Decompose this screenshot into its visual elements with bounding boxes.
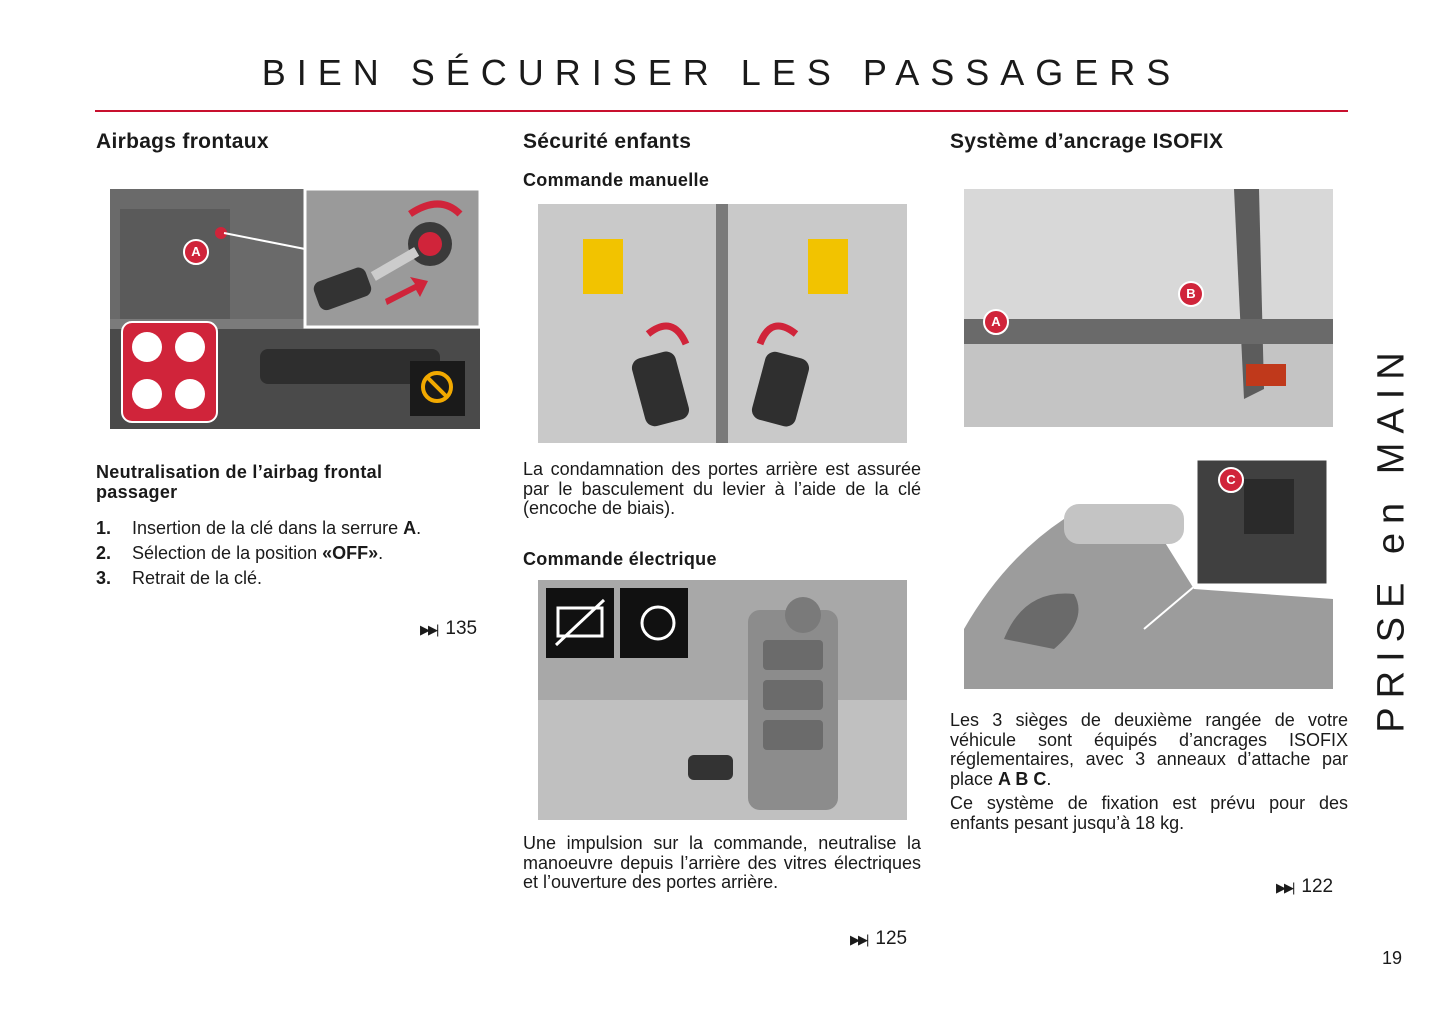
isofix-anchor-photo: C (964, 449, 1333, 689)
manual-lock-photo (538, 204, 907, 443)
isofix-text-block: Les 3 sièges de deuxième rangée de votre… (950, 710, 1348, 833)
subheading-neutralisation: Neutralisation de l’airbag frontal passa… (96, 462, 383, 502)
skip-forward-icon: ▶▶| (420, 622, 439, 637)
list-item: 1.Insertion de la clé dans la serrure A. (96, 518, 422, 538)
subheading-electric: Commande électrique (523, 548, 717, 569)
electric-lock-photo (538, 580, 907, 820)
isofix-anchor-illustration (964, 449, 1333, 689)
list-item: 3.Retrait de la clé. (96, 568, 263, 588)
steps-list: 1.Insertion de la clé dans la serrure A.… (96, 518, 494, 593)
electric-text-block: Une impulsion sur la commande, neutralis… (523, 833, 921, 893)
airbag-text-block: Neutralisation de l’airbag frontal passa… (96, 462, 494, 593)
section-tab-label: PRISE en MAIN (1370, 343, 1413, 733)
skip-forward-icon: ▶▶| (850, 932, 869, 947)
airbag-illustration (110, 189, 480, 429)
column-airbags: Airbags frontaux (96, 130, 494, 154)
airbag-photo: A (110, 189, 480, 429)
skip-forward-icon: ▶▶| (1276, 880, 1295, 895)
manual-text-block: La condamnation des portes arrière est a… (523, 459, 921, 569)
isofix-seat-photo: A B (964, 189, 1333, 427)
label-c-isofix: C (1218, 467, 1244, 493)
isofix-seat-illustration (964, 189, 1333, 427)
paragraph-isofix-2: Ce système de fixation est prévu pour de… (950, 793, 1348, 833)
page-ref-isofix[interactable]: ▶▶|122 (1276, 876, 1334, 897)
list-item: 2.Sélection de la position «OFF». (96, 543, 384, 563)
child-lock-icon (620, 588, 688, 658)
paragraph-isofix-1: Les 3 sièges de deuxième rangée de votre… (950, 710, 1348, 789)
heading-child-safety: Sécurité enfants (523, 130, 692, 153)
column-isofix: Système d’ancrage ISOFIX (950, 130, 1348, 154)
section-tab: PRISE en MAIN (1370, 338, 1413, 738)
manual-lock-illustration (538, 204, 907, 443)
page-ref-child-safety[interactable]: ▶▶|125 (850, 928, 908, 949)
label-a-isofix: A (983, 309, 1009, 335)
page-ref-airbag[interactable]: ▶▶|135 (420, 618, 478, 639)
heading-isofix: Système d’ancrage ISOFIX (950, 130, 1224, 153)
column-child-safety: Sécurité enfants Commande manuelle (523, 130, 921, 190)
label-b-isofix: B (1178, 281, 1204, 307)
label-a-airbag: A (183, 239, 209, 265)
title-rule (95, 110, 1348, 112)
heading-airbags: Airbags frontaux (96, 130, 269, 153)
page-number: 19 (1382, 948, 1403, 968)
page-title: BIEN SÉCURISER LES PASSAGERS (261, 52, 1182, 93)
electric-lock-illustration (538, 580, 907, 820)
paragraph-electric: Une impulsion sur la commande, neutralis… (523, 833, 921, 892)
subheading-manual: Commande manuelle (523, 170, 710, 190)
paragraph-manual: La condamnation des portes arrière est a… (523, 459, 921, 518)
